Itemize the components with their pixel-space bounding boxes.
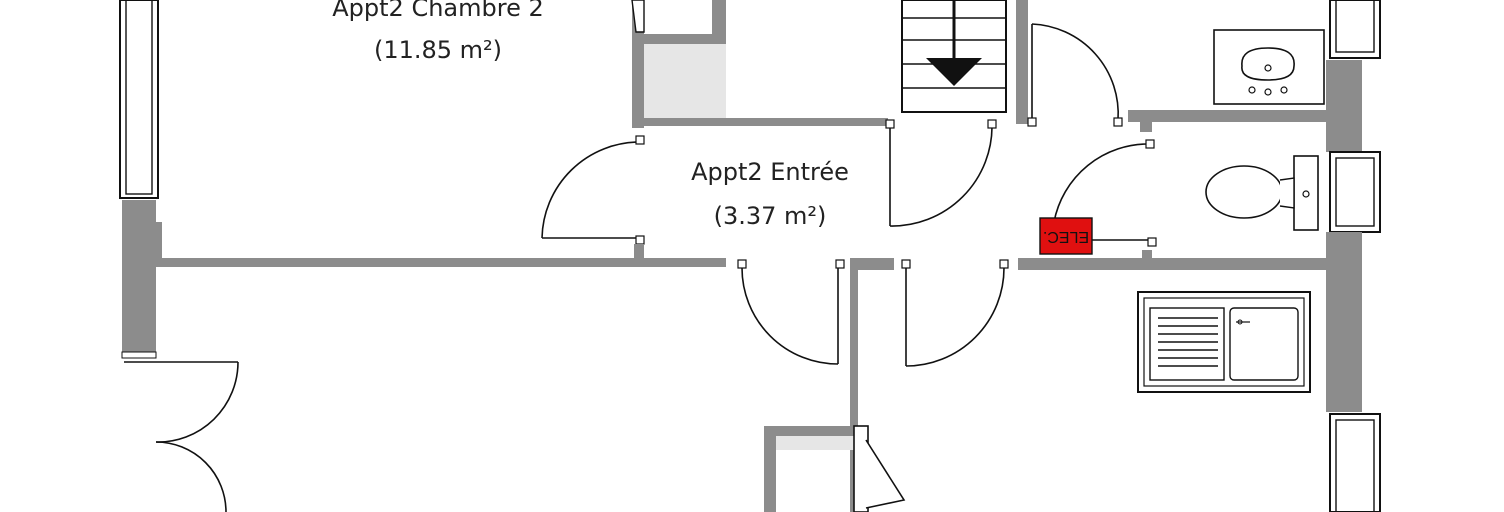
electrical-panel: ELEC. <box>1039 217 1093 255</box>
door-chambre2-entree <box>541 135 645 266</box>
staircase <box>901 0 1007 113</box>
wall-wc-bottom-stub <box>1142 250 1152 260</box>
door-front-entry <box>124 361 239 512</box>
door-entree-stairs <box>885 119 997 227</box>
door-hall-kitchen <box>901 259 1009 367</box>
closet-shelf <box>644 44 726 118</box>
room-area-entree: (3.37 m²) <box>714 202 827 230</box>
stairs-direction-arrow-icon <box>926 58 982 86</box>
electrical-panel-label: ELEC. <box>1043 228 1089 245</box>
wall-hall-top <box>850 258 894 270</box>
door-wc <box>1053 139 1157 247</box>
right-window-bottom <box>1329 413 1381 512</box>
right-wall-upper <box>1326 60 1362 152</box>
left-wall-jamb <box>121 351 157 359</box>
right-window-middle <box>1329 151 1381 233</box>
room-area-chambre2: (11.85 m²) <box>374 36 502 64</box>
washbasin-icon <box>1213 29 1325 105</box>
door-living-entree <box>737 259 845 365</box>
closet-wall-bottom <box>644 34 726 44</box>
room-name-chambre2: Appt2 Chambre 2 <box>332 0 544 22</box>
wall-entree-top <box>644 118 888 126</box>
wall-chambre-living <box>156 258 726 267</box>
closet-hall <box>764 425 906 512</box>
left-window <box>119 0 159 199</box>
right-wall-lower <box>1326 232 1362 412</box>
wall-stairs-right <box>1016 0 1028 124</box>
wall-wc-stub <box>1140 122 1152 132</box>
room-name-entree: Appt2 Entrée <box>691 158 849 186</box>
toilet-icon <box>1205 155 1319 231</box>
closet-wall-right <box>712 0 726 44</box>
wall-wc-bottom <box>1018 258 1334 270</box>
right-window-top <box>1329 0 1381 59</box>
closet-door-leaf <box>631 0 645 33</box>
kitchen-sink-icon <box>1137 291 1311 393</box>
wall-hall-divider <box>850 268 858 512</box>
wall-wc-top <box>1128 110 1334 122</box>
wall-stub-left <box>150 222 162 266</box>
door-stairs-wc <box>1027 23 1123 127</box>
